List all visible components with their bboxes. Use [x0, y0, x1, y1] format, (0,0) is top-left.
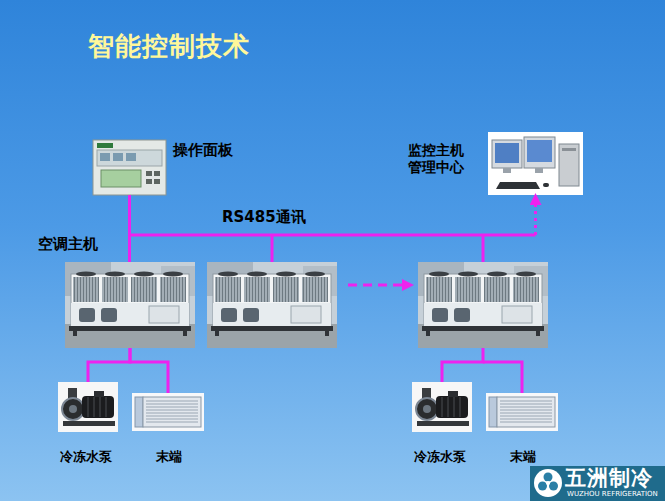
logo	[530, 466, 665, 501]
panel-picture	[93, 140, 166, 195]
pump-picture	[412, 382, 472, 432]
node-label: 空调主机	[38, 235, 98, 253]
pump-node: 冷冻水泵	[58, 382, 118, 432]
computer-picture	[488, 132, 583, 195]
terminal-picture	[132, 393, 204, 431]
chiller-picture	[418, 262, 548, 348]
logo-subtext: WUZHOU REFRIGERATION	[567, 491, 658, 498]
chiller-picture	[65, 262, 195, 348]
node-label: 冷冻水泵	[414, 449, 466, 465]
bus-wire	[272, 235, 522, 393]
node-label: 末端	[156, 449, 182, 465]
connector	[88, 348, 130, 382]
pump-node: 冷冻水泵	[412, 382, 472, 432]
connector-line	[534, 195, 537, 235]
dashed-arrow	[348, 279, 414, 291]
terminal-node: 末端	[132, 393, 204, 431]
connector	[130, 195, 536, 262]
connector-line	[130, 235, 536, 262]
panel-node: 操作面板	[93, 140, 166, 195]
terminal-node: 末端	[486, 393, 558, 431]
connector-line	[130, 348, 168, 393]
node-label: 末端	[510, 449, 536, 465]
node-label: 监控主机 管理中心	[408, 142, 470, 176]
node-label: 冷冻水泵	[60, 449, 112, 465]
logo-text: 五洲制冷	[565, 466, 653, 491]
pump-picture	[58, 382, 118, 432]
terminal-picture	[486, 393, 558, 431]
connector	[130, 348, 168, 393]
chiller-node: 空调主机	[65, 262, 195, 348]
bus-label: RS485通讯	[222, 208, 306, 226]
node-label: 操作面板	[173, 141, 233, 159]
title: 智能控制技术	[88, 31, 250, 62]
chiller-picture	[207, 262, 337, 348]
monitor-node: 监控主机 管理中心	[488, 132, 583, 195]
connector-line	[88, 348, 130, 382]
